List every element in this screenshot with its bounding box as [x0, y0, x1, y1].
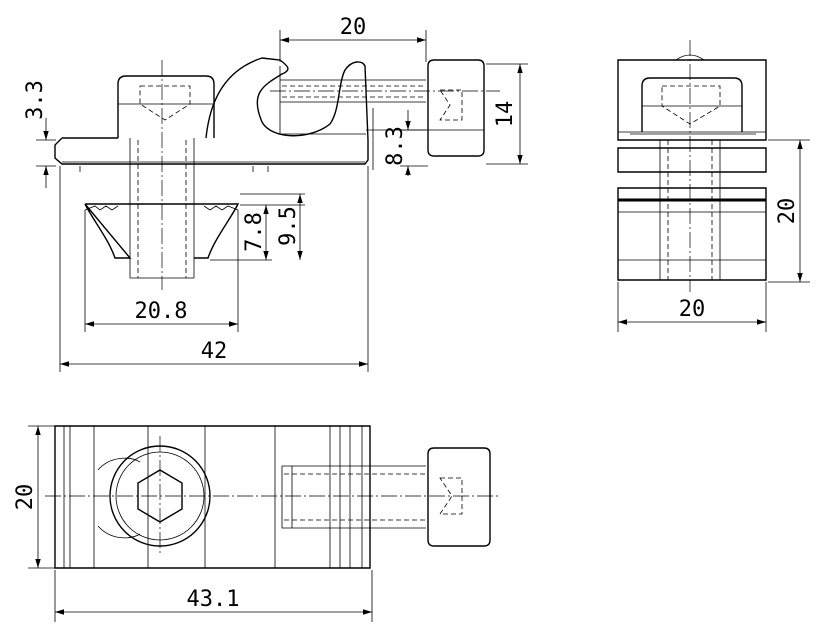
top-h-bolt-head — [427, 447, 491, 547]
dim-side-height: 20 — [775, 198, 800, 225]
front-h-bolt-head — [427, 59, 485, 157]
front-t-nut — [84, 203, 240, 259]
front-base-plate — [54, 137, 369, 165]
dim-top-overall-length: 43.1 — [187, 587, 240, 612]
dim-front-plate-thickness: 3.3 — [23, 80, 48, 120]
side-view: 20 20 — [617, 40, 810, 332]
dim-front-nut-height: 9.5 — [276, 206, 301, 246]
top-outline — [54, 425, 371, 569]
front-view: 20 14 3.3 8.3 7.8 9.5 20.8 — [23, 15, 528, 372]
front-bolt-head — [117, 75, 215, 138]
dim-top-width: 20 — [13, 484, 38, 511]
top-view: 20 43.1 — [13, 425, 500, 622]
dim-front-nut-width: 20.8 — [135, 299, 188, 324]
dim-front-bolt-height: 14 — [493, 101, 518, 128]
front-socket-hidden — [139, 85, 191, 121]
top-h-bolt-shaft — [281, 465, 426, 529]
side-outline — [617, 59, 767, 281]
dim-front-nut-inner-depth: 7.8 — [242, 212, 267, 252]
dim-side-width: 20 — [679, 297, 706, 322]
dim-front-overall-length: 42 — [201, 339, 228, 364]
dim-front-hook-depth: 8.3 — [383, 126, 408, 166]
front-hook — [205, 57, 369, 141]
side-bolt-head — [641, 77, 743, 132]
dim-front-hook-width: 20 — [340, 15, 367, 40]
